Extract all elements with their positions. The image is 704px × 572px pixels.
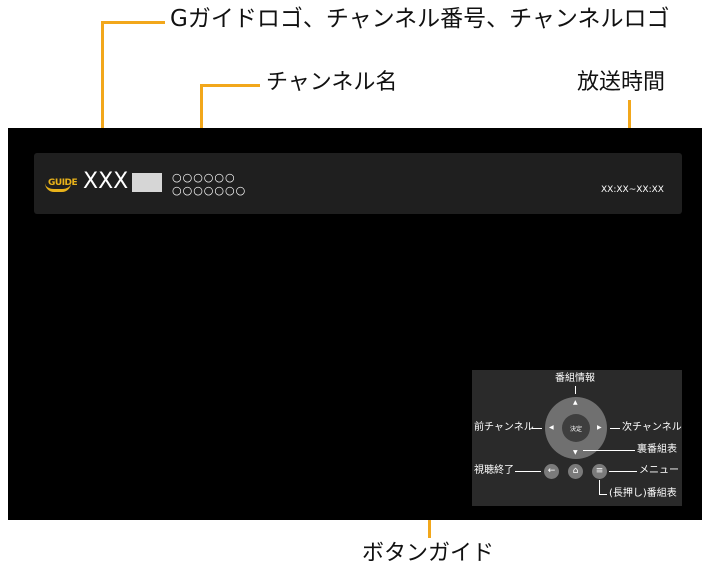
line-prev-channel — [532, 428, 542, 429]
arrow-up-icon: ▲ — [573, 399, 578, 406]
callout-channel-name: チャンネル名 — [266, 70, 398, 95]
leader-logos-horizontal — [101, 21, 165, 24]
leader-logos-vertical — [101, 21, 104, 156]
arrow-right-icon: ▶ — [597, 424, 602, 431]
arrow-down-icon: ▼ — [573, 449, 578, 456]
line-end-viewing — [515, 471, 541, 472]
arrow-left-icon: ◀ — [549, 424, 554, 431]
back-arrow-icon: ← — [544, 464, 559, 479]
dpad-center-button: 決定 — [562, 414, 590, 442]
menu-icon: ≡ — [592, 464, 607, 479]
line-next-channel — [610, 428, 620, 429]
line-long-press-horizontal — [599, 494, 607, 495]
channel-number: XXX — [83, 169, 129, 194]
line-menu — [609, 471, 637, 472]
label-menu: メニュー — [639, 465, 679, 476]
line-back-program-guide — [583, 450, 635, 451]
line-program-info — [575, 386, 576, 394]
label-long-press-guide: (長押し)番組表 — [609, 488, 677, 499]
leader-channel-name-vertical — [200, 84, 203, 156]
callout-logos: Gガイドロゴ、チャンネル番号、チャンネルロゴ — [170, 6, 670, 32]
label-back-program-guide: 裏番組表 — [637, 444, 677, 455]
line-long-press-vertical — [599, 480, 600, 494]
channel-name-line2: ○○○○○○○ — [172, 184, 247, 197]
label-prev-channel: 前チャンネル — [474, 422, 534, 433]
g-guide-logo-swoosh — [45, 183, 71, 192]
home-icon: ⌂ — [568, 464, 583, 479]
label-end-viewing: 視聴終了 — [474, 465, 514, 476]
callout-button-guide: ボタンガイド — [362, 541, 495, 566]
channel-logo — [132, 173, 162, 192]
label-program-info: 番組情報 — [555, 373, 595, 384]
leader-channel-name-horizontal — [200, 84, 260, 87]
label-next-channel: 次チャンネル — [622, 422, 682, 433]
callout-broadcast-time: 放送時間 — [577, 70, 666, 95]
broadcast-time: XX:XX~XX:XX — [601, 185, 664, 195]
g-guide-logo: GUIDE — [48, 178, 78, 188]
channel-name-line1: ○○○○○○ — [172, 171, 236, 184]
